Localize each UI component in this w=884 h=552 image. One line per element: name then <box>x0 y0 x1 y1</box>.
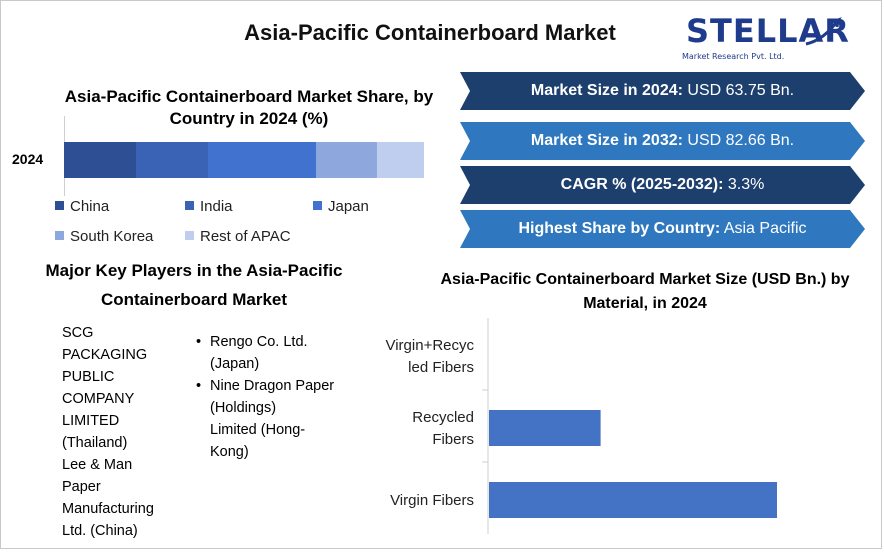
stat-banner-cagr: CAGR % (2025-2032): 3.3% <box>460 166 865 204</box>
banner-text: CAGR % (2025-2032): 3.3% <box>460 166 865 204</box>
stat-label: CAGR % (2025-2032): <box>560 176 724 193</box>
stellar-logo: STELLAR Market Research Pvt. Ltd. <box>676 8 849 66</box>
material-category-label: Virgin Fibers <box>390 492 474 509</box>
material-category-label-line: Fibers <box>432 431 474 448</box>
key-player-line: Nine Dragon Paper <box>210 378 335 394</box>
material-chart-title: Asia-Pacific Containerboard Market Size … <box>440 271 850 312</box>
legend-swatch <box>185 201 194 210</box>
stat-label: Highest Share by Country: <box>518 220 721 237</box>
legend-label: Rest of APAC <box>200 228 291 245</box>
stat-value: 3.3% <box>723 176 765 193</box>
key-player-line: PACKAGING <box>62 347 148 363</box>
banner-shape <box>460 210 865 248</box>
key-player-line: Paper <box>62 479 101 495</box>
key-player-line: Ltd. (China) <box>62 523 138 539</box>
share-bar-segment-rest-of-apac <box>377 142 424 178</box>
material-category-label-line: Virgin Fibers <box>390 492 474 509</box>
arrow-logo-icon <box>805 17 842 46</box>
share-chart-title: Asia-Pacific Containerboard Market Share… <box>64 87 434 128</box>
key-player-line: Lee & Man <box>62 457 133 473</box>
stat-value: Asia Pacific <box>720 220 807 237</box>
material-category-label: Virgin+Recyc led Fibers <box>385 337 474 376</box>
legend-item-south-korea: South Korea <box>55 228 153 245</box>
legend-item-japan: Japan <box>313 198 369 215</box>
key-players-title: Major Key Players in the Asia-Pacific Co… <box>45 261 343 309</box>
stat-label: Market Size in 2032: <box>530 132 683 149</box>
logo-subtitle: Market Research Pvt. Ltd. <box>682 52 785 61</box>
page-title: Asia-Pacific Containerboard Market <box>244 20 616 45</box>
material-category-label-line: led Fibers <box>408 359 474 376</box>
legend-item-india: India <box>185 198 233 215</box>
key-player-line: LIMITED <box>62 413 120 429</box>
logo-name: STELLAR <box>686 12 850 50</box>
legend-swatch <box>185 231 194 240</box>
key-players-column-1: SCG PACKAGING PUBLIC COMPANY LIMITED (Thailan… <box>62 322 180 542</box>
key-player-item: Rengo Co. Ltd. (Japan) <box>196 331 356 375</box>
banner-text: Market Size in 2032: USD 82.66 Bn. <box>460 122 865 160</box>
key-player-line: Limited (Hong- <box>210 422 306 438</box>
key-player-line: Kong) <box>210 444 249 460</box>
share-year-label: 2024 <box>12 151 44 167</box>
share-bar-segment-china <box>64 142 136 178</box>
material-bar-recycled-fibers <box>489 410 601 446</box>
legend-item-rest-of-apac: Rest of APAC <box>185 228 291 245</box>
legend-swatch <box>55 231 64 240</box>
stat-banner-highest-share: Highest Share by Country: Asia Pacific <box>460 210 865 248</box>
legend-label: China <box>70 198 110 215</box>
key-player-line: Manufacturing <box>62 501 154 517</box>
stat-banner-market-size-2024: Market Size in 2024: USD 63.75 Bn. <box>460 72 865 110</box>
legend-label: Japan <box>328 198 369 215</box>
legend-label: India <box>200 198 233 215</box>
stat-value: USD 82.66 Bn. <box>682 132 795 149</box>
stat-label: Market Size in 2024: <box>530 82 683 99</box>
banner-text: Market Size in 2024: USD 63.75 Bn. <box>460 72 865 110</box>
key-player-line: (Thailand) <box>62 435 128 451</box>
material-category-label-line: Recycled <box>412 409 474 426</box>
legend-swatch <box>55 201 64 210</box>
banner-text: Highest Share by Country: Asia Pacific <box>460 210 865 248</box>
stat-banner-market-size-2032: Market Size in 2032: USD 82.66 Bn. <box>460 122 865 160</box>
legend-swatch <box>313 201 322 210</box>
stat-value: USD 63.75 Bn. <box>682 82 795 99</box>
banner-shape <box>460 72 865 110</box>
key-player-line: Rengo Co. Ltd. <box>210 334 308 350</box>
share-bar-segment-south-korea <box>316 142 378 178</box>
share-bar-segment-japan <box>208 142 316 178</box>
key-players-column-2: Rengo Co. Ltd. (Japan) Nine Dragon Paper (H… <box>196 331 356 463</box>
material-category-label-line: Virgin+Recyc <box>385 337 474 354</box>
key-player-line: PUBLIC <box>62 369 115 385</box>
legend-item-china: China <box>55 198 109 215</box>
key-player-line: COMPANY <box>62 391 135 407</box>
share-bar-segment-india <box>136 142 208 178</box>
legend-label: South Korea <box>70 228 154 245</box>
key-player-item: Nine Dragon Paper (Holdings) Limited (Hong… <box>196 375 356 463</box>
banner-shape <box>460 122 865 160</box>
key-player-line: SCG <box>62 325 94 341</box>
share-stacked-bar <box>64 142 424 178</box>
key-player-line: (Japan) <box>210 356 260 372</box>
banner-shape <box>460 166 865 204</box>
material-bar-virgin-fibers <box>489 482 777 518</box>
key-player-line: (Holdings) <box>210 400 277 416</box>
